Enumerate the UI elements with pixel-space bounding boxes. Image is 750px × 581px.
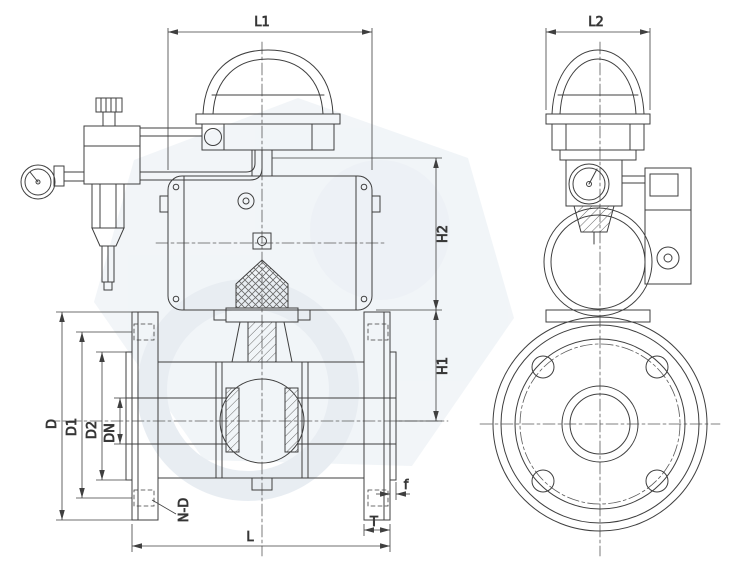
pinion-circle	[257, 236, 267, 246]
front-limit-switch-dome	[195, 49, 341, 177]
dim-label-l: L	[246, 530, 254, 545]
bolt-hole	[645, 469, 669, 493]
dim-label-t: T	[369, 515, 378, 530]
dim-l: L	[131, 524, 391, 552]
dim-dn: DN	[103, 397, 126, 445]
side-actuator	[543, 207, 653, 323]
dim-label-l1: L1	[254, 15, 270, 30]
dim-t: T	[363, 515, 390, 536]
bolt-circle	[519, 343, 681, 505]
side-pressure-gauge	[568, 163, 610, 205]
dim-nd: N-D	[151, 497, 192, 523]
mounting-plate	[545, 309, 651, 323]
dim-label-h1: H1	[436, 357, 451, 375]
dim-label-d1: D1	[65, 418, 80, 436]
dimensions: L1 L2 H2 H1 D D1	[45, 15, 651, 552]
raised-face-left	[125, 351, 133, 481]
side-centerlines	[479, 41, 721, 557]
side-flange	[492, 316, 708, 532]
bolt-hole	[531, 355, 555, 379]
watermark-logo	[94, 98, 514, 501]
front-pressure-gauge	[20, 164, 56, 200]
air-port-left	[159, 195, 169, 213]
ball	[219, 378, 305, 464]
air-port-right	[371, 195, 381, 213]
dim-label-l2: L2	[588, 15, 604, 30]
dim-l2: L2	[545, 15, 651, 110]
seat-right	[284, 387, 299, 453]
dim-h1: H1	[396, 310, 451, 422]
conduit-entry-circle	[204, 128, 222, 146]
dim-label-dn: DN	[103, 423, 118, 443]
bore	[561, 385, 639, 463]
bolt-hole	[133, 323, 155, 341]
dim-d1: D1	[65, 331, 132, 499]
air-pipe	[139, 149, 256, 173]
dim-label-nd: N-D	[177, 498, 192, 522]
bolt-hole	[367, 489, 389, 507]
dim-label-d: D	[45, 419, 60, 429]
dim-d: D	[45, 311, 132, 521]
front-valve-body	[125, 311, 397, 521]
seat-left	[225, 387, 240, 453]
position-indicator	[237, 192, 255, 210]
dim-label-h2: H2	[436, 225, 451, 243]
raised-face-right	[389, 351, 397, 481]
drain-plug	[251, 477, 273, 491]
bolt-hole	[367, 323, 389, 341]
front-filter-regulator	[53, 97, 263, 291]
dim-f: f	[376, 478, 410, 500]
front-view	[20, 41, 449, 557]
dim-h2: H2	[272, 157, 451, 311]
side-limit-switch-dome	[545, 49, 651, 151]
side-view	[479, 41, 721, 557]
side-filter-regulator	[559, 149, 646, 245]
front-actuator	[159, 175, 381, 311]
bolt-hole	[133, 489, 155, 507]
bolt-hole	[531, 469, 555, 493]
dim-label-f: f	[404, 478, 409, 493]
dim-d2: D2	[85, 351, 126, 481]
bolt-hole	[645, 355, 669, 379]
side-solenoid-bracket	[644, 167, 692, 285]
dim-label-d2: D2	[85, 421, 100, 439]
dim-l1: L1	[167, 15, 373, 170]
